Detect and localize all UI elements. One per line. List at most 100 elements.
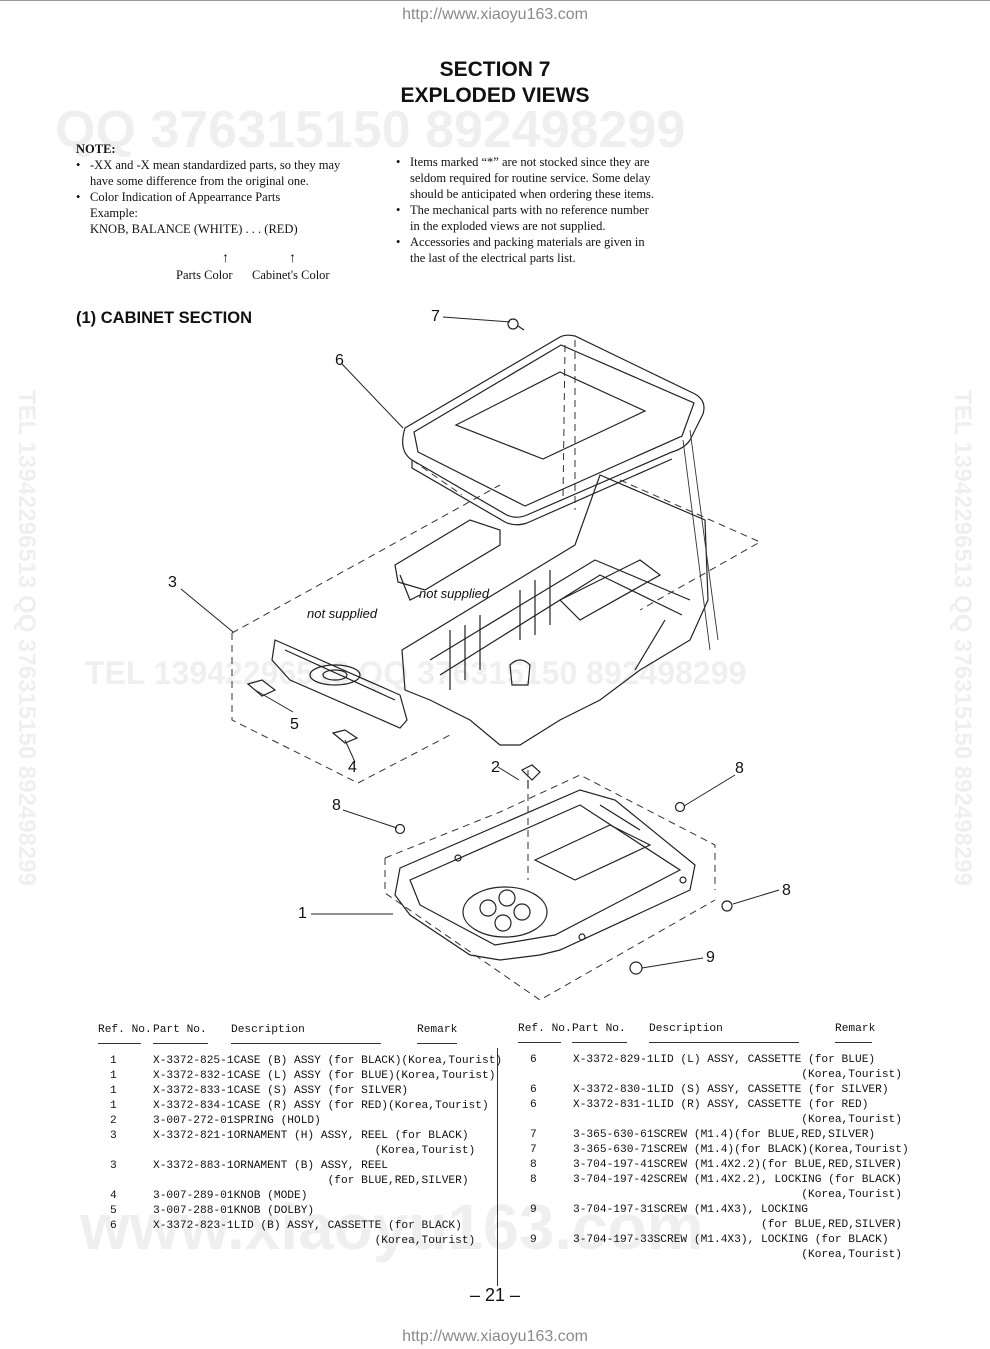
description-cell: SCREW (M1.4X2.2), LOCKING (for BLACK) [653, 1174, 902, 1186]
ref-no-cell: 3 [110, 1160, 117, 1172]
description-cell: (for BLUE,RED,SILVER) [653, 1219, 902, 1231]
ref-no-cell: 7 [530, 1129, 537, 1141]
ref-no-cell: 5 [110, 1205, 117, 1217]
header-part-no: Part No. [153, 1024, 207, 1036]
header-ref-no: Ref. No. [98, 1024, 152, 1036]
description-cell: (Korea,Tourist) [653, 1114, 902, 1126]
callout-6: 6 [335, 352, 344, 369]
note-item: -XX and -X mean standardized parts, so t… [76, 157, 346, 189]
header-url[interactable]: http://www.xiaoyu163.com [402, 6, 588, 23]
part-no-cell: 3-007-272-01 [153, 1115, 234, 1127]
note-item: The mechanical parts with no reference n… [396, 202, 658, 234]
header-remark: Remark [417, 1024, 458, 1036]
part-no-cell: X-3372-825-1 [153, 1055, 234, 1067]
top-rule [0, 0, 990, 1]
description-cell: LID (S) ASSY, CASSETTE (for SILVER) [653, 1084, 889, 1096]
header-underline [518, 1042, 561, 1043]
ref-no-cell: 6 [110, 1220, 117, 1232]
ornament-reel [271, 639, 408, 729]
part-no-cell: 3-365-630-61 [573, 1129, 654, 1141]
description-cell: CASE (R) ASSY (for RED)(Korea,Tourist) [233, 1100, 489, 1112]
table-row: (Korea,Tourist) [98, 1144, 564, 1159]
callout-1: 1 [298, 905, 307, 922]
ref-no-cell [518, 1188, 573, 1203]
ref-no-cell: 2 [110, 1115, 117, 1127]
callout-7: 7 [431, 308, 440, 325]
note-heading: NOTE: [76, 142, 116, 156]
not-supplied-label: not supplied [419, 586, 490, 601]
example-label: Example: [90, 206, 138, 220]
description-cell: (Korea,Tourist) [653, 1249, 902, 1261]
callout-8: 8 [332, 797, 341, 814]
ref-no-cell: 7 [530, 1144, 537, 1156]
part-no-cell: X-3372-823-1 [153, 1220, 234, 1232]
header-description: Description [231, 1024, 305, 1036]
part-no-cell [573, 1113, 654, 1128]
table-row: (Korea,Tourist) [518, 1248, 984, 1263]
header-ref-no: Ref. No. [518, 1023, 572, 1035]
part-no-cell: X-3372-834-1 [153, 1100, 234, 1112]
ref-no-cell [518, 1068, 573, 1083]
note-item: Color Indication of Appearrance Parts [76, 189, 346, 205]
up-arrow-icon: ↑ [222, 251, 229, 266]
table-row: (for BLUE,RED,SILVER) [98, 1174, 564, 1189]
description-cell: ORNAMENT (H) ASSY, REEL (for BLACK) [233, 1130, 469, 1142]
ref-no-cell: 1 [110, 1100, 117, 1112]
callout-2: 2 [491, 759, 500, 776]
screw-7 [507, 318, 525, 331]
table-row: (Korea,Tourist) [98, 1234, 564, 1249]
callout-9: 9 [706, 949, 715, 966]
rear-bracket [394, 519, 501, 601]
header-underline [231, 1043, 381, 1044]
ref-no-cell: 3 [110, 1130, 117, 1142]
header-underline [572, 1042, 627, 1043]
part-no-cell: X-3372-831-1 [573, 1099, 654, 1111]
description-cell: CASE (B) ASSY (for BLACK)(Korea,Tourist) [233, 1055, 503, 1067]
footer-url[interactable]: http://www.xiaoyu163.com [402, 1328, 588, 1345]
description-cell: LID (R) ASSY, CASSETTE (for RED) [653, 1099, 869, 1111]
part-no-cell: X-3372-832-1 [153, 1070, 234, 1082]
callout-4: 4 [348, 759, 357, 776]
header-remark: Remark [835, 1023, 876, 1035]
part-no-cell [573, 1068, 654, 1083]
header-description: Description [649, 1023, 723, 1035]
description-cell: SCREW (M1.4)(for BLACK)(Korea,Tourist) [653, 1144, 909, 1156]
up-arrow-icon: ↑ [289, 251, 296, 266]
callout-5: 5 [290, 716, 299, 733]
part-no-cell: 3-704-197-42 [573, 1174, 654, 1186]
part-no-cell: X-3372-821-1 [153, 1130, 234, 1142]
description-cell: SCREW (M1.4X3), LOCKING (for BLACK) [653, 1234, 889, 1246]
part-no-cell: X-3372-883-1 [153, 1160, 234, 1172]
part-no-cell [573, 1248, 654, 1263]
section-subtitle: EXPLODED VIEWS [400, 84, 590, 107]
table-row: (for BLUE,RED,SILVER) [518, 1218, 984, 1233]
ref-no-cell: 6 [530, 1084, 537, 1096]
page-number: – 21 – [469, 1285, 521, 1305]
ref-no-cell: 6 [530, 1054, 537, 1066]
ref-no-cell [518, 1218, 573, 1233]
part-no-cell [573, 1218, 654, 1233]
spring-2 [520, 764, 541, 788]
column-divider [497, 1048, 498, 1286]
description-cell: SCREW (M1.4)(for BLUE,RED,SILVER) [653, 1129, 876, 1141]
table-row: (Korea,Tourist) [518, 1113, 984, 1128]
callout-3: 3 [168, 574, 177, 591]
callout-8: 8 [782, 882, 791, 899]
header-underline [649, 1042, 799, 1043]
description-cell: KNOB (MODE) [233, 1190, 308, 1202]
part-no-cell: 3-704-197-33 [573, 1234, 654, 1246]
